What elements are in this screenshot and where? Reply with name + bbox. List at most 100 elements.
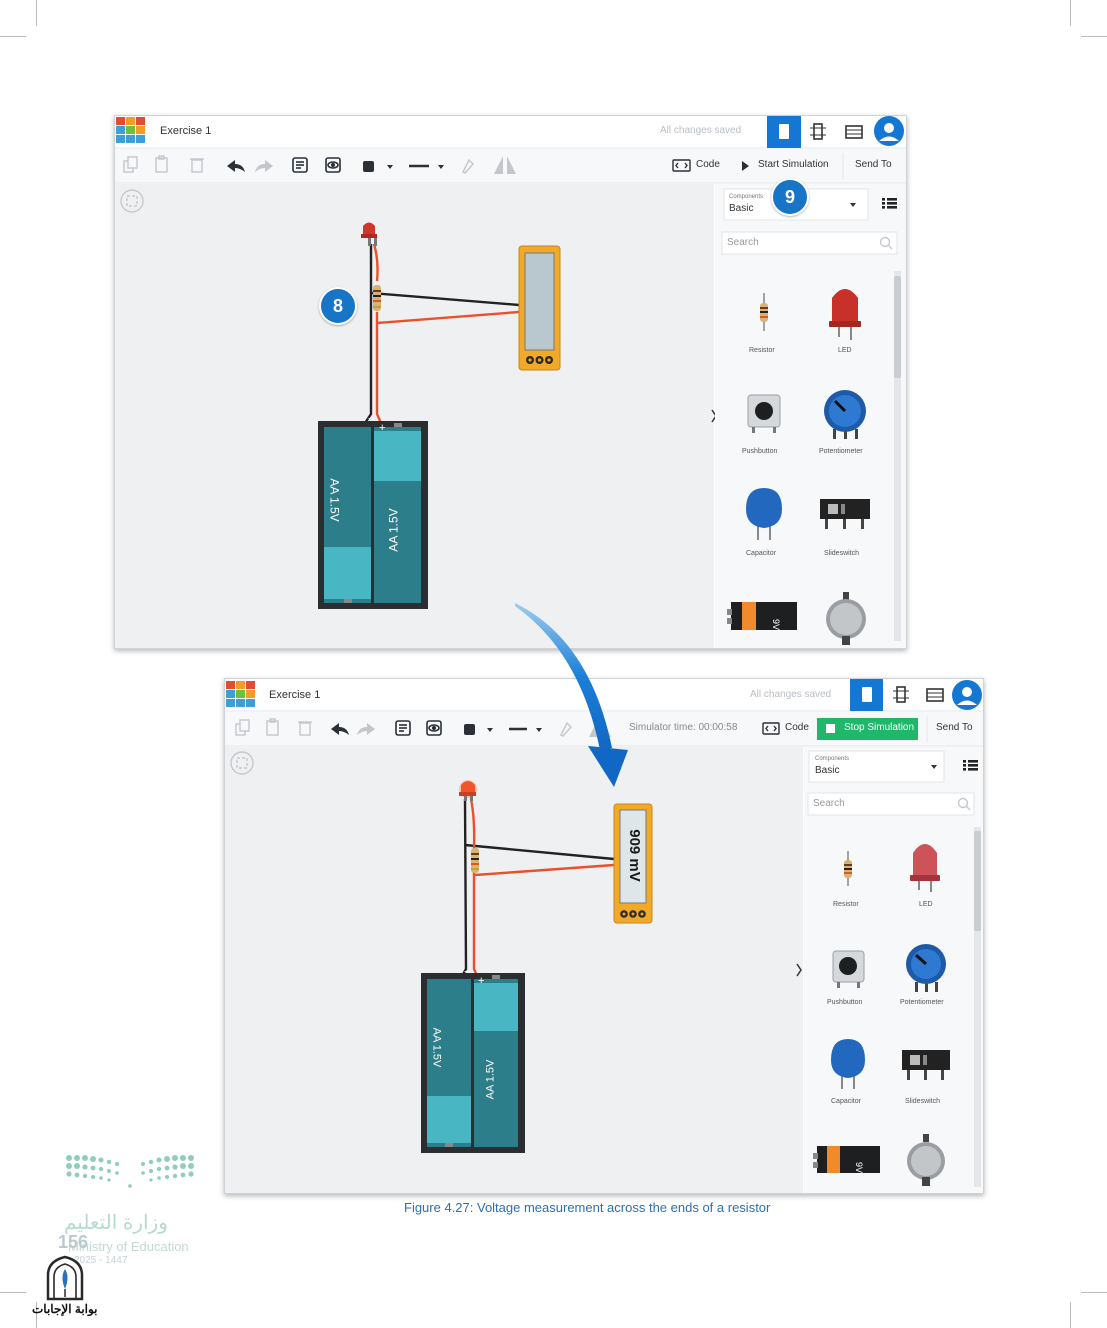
color-picker-icon[interactable]: [464, 724, 475, 735]
rotate-icon[interactable]: [462, 158, 474, 174]
multimeter-component[interactable]: [613, 803, 653, 924]
chevron-down-icon[interactable]: [487, 728, 493, 732]
resistor-component[interactable]: [471, 848, 479, 873]
notes-icon[interactable]: [292, 157, 308, 173]
palette-potentiometer-icon[interactable]: [906, 944, 946, 992]
palette-label-capacitor: Capacitor: [746, 550, 776, 557]
user-avatar-icon[interactable]: [952, 680, 982, 710]
chevron-down-icon[interactable]: [387, 165, 393, 169]
user-avatar-icon[interactable]: [874, 116, 904, 146]
search-input[interactable]: [807, 792, 975, 816]
list-view-icon[interactable]: [963, 760, 978, 771]
chevron-down-icon[interactable]: [850, 203, 856, 207]
undo-icon[interactable]: [331, 723, 349, 735]
project-title[interactable]: Exercise 1: [160, 125, 212, 137]
zoom-fit-icon[interactable]: [120, 189, 144, 213]
code-icon[interactable]: [762, 722, 780, 735]
palette-9v-battery-icon[interactable]: 9V: [727, 602, 797, 630]
panel-collapse-icon[interactable]: [796, 963, 802, 977]
palette-slideswitch-icon[interactable]: [820, 499, 870, 529]
list-view-icon[interactable]: [882, 198, 897, 209]
schematic-icon[interactable]: [893, 686, 909, 703]
notes-icon[interactable]: [395, 720, 411, 736]
led-component[interactable]: [361, 222, 377, 247]
battery-label-1: AA 1.5V: [430, 1027, 443, 1068]
crop-mark-bl-h: [0, 1292, 26, 1293]
send-to-button[interactable]: Send To: [855, 159, 892, 170]
redo-icon[interactable]: [255, 160, 273, 172]
scrollbar-track[interactable]: [974, 827, 981, 1187]
multimeter-component[interactable]: [518, 245, 561, 371]
components-select-value[interactable]: Basic: [729, 203, 754, 214]
palette-resistor-icon[interactable]: [844, 851, 852, 886]
flip-icon[interactable]: [494, 156, 516, 174]
battery-pack-component[interactable]: − +: [318, 413, 428, 609]
component-list-icon[interactable]: [926, 688, 944, 702]
ministry-logo-dots: [66, 1155, 194, 1188]
palette-pushbutton-icon[interactable]: [832, 950, 865, 988]
color-picker-icon[interactable]: [363, 161, 374, 172]
code-button-label[interactable]: Code: [696, 159, 720, 170]
tinkercad-logo[interactable]: [116, 117, 145, 143]
visibility-icon[interactable]: [325, 157, 341, 173]
portal-name: بوابة الإجابات: [32, 1302, 98, 1316]
led-component[interactable]: [459, 780, 477, 801]
visibility-icon[interactable]: [426, 720, 442, 736]
play-icon[interactable]: [742, 161, 749, 171]
ministry-name-arabic: وزارة التعليم: [64, 1212, 168, 1234]
palette-label-capacitor: Capacitor: [831, 1098, 861, 1105]
components-select[interactable]: [808, 750, 945, 783]
palette-led-icon[interactable]: [910, 844, 940, 892]
copy-icon[interactable]: [123, 156, 138, 173]
paste-icon[interactable]: [266, 718, 279, 736]
battery-pack-component[interactable]: − +: [421, 966, 525, 1153]
project-title[interactable]: Exercise 1: [269, 689, 321, 701]
scrollbar-thumb[interactable]: [894, 276, 901, 378]
search-input[interactable]: [721, 231, 898, 255]
year-range: 2025 - 1447: [74, 1255, 128, 1266]
delete-icon[interactable]: [190, 158, 204, 173]
schematic-icon[interactable]: [810, 123, 826, 140]
svg-text:−: −: [464, 966, 470, 978]
battery-label-1: AA 1.5V: [327, 478, 342, 522]
palette-resistor-icon[interactable]: [760, 293, 768, 331]
palette-pushbutton-icon[interactable]: [747, 394, 781, 433]
chevron-down-icon[interactable]: [931, 765, 937, 769]
code-button-label[interactable]: Code: [785, 722, 809, 733]
simulator-time: Simulator time: 00:00:58: [629, 722, 738, 733]
component-list-icon[interactable]: [845, 125, 863, 139]
scrollbar-thumb[interactable]: [974, 831, 981, 931]
code-icon[interactable]: [672, 159, 691, 172]
palette-coin-cell-icon[interactable]: [907, 1134, 945, 1186]
scrollbar-track[interactable]: [894, 271, 901, 641]
start-simulation-button[interactable]: Start Simulation: [758, 159, 829, 170]
palette-potentiometer-icon[interactable]: [824, 390, 866, 439]
chevron-down-icon[interactable]: [438, 165, 444, 169]
palette-slideswitch-icon[interactable]: [902, 1050, 950, 1080]
redo-icon[interactable]: [357, 723, 375, 735]
palette-label-resistor: Resistor: [833, 901, 859, 908]
palette-coin-cell-icon[interactable]: [826, 592, 866, 645]
copy-icon[interactable]: [235, 719, 250, 736]
components-select-value[interactable]: Basic: [815, 765, 840, 776]
paste-icon[interactable]: [155, 155, 168, 173]
stop-simulation-label[interactable]: Stop Simulation: [844, 722, 915, 733]
zoom-fit-icon[interactable]: [230, 751, 254, 775]
send-to-button[interactable]: Send To: [936, 722, 973, 733]
undo-icon[interactable]: [227, 160, 245, 172]
components-caption: Components: [815, 756, 850, 762]
palette-label-led: LED: [838, 347, 852, 354]
palette-label-slideswitch: Slideswitch: [824, 550, 860, 557]
palette-capacitor-icon[interactable]: [746, 488, 782, 540]
delete-icon[interactable]: [298, 721, 312, 736]
palette-led-icon[interactable]: [829, 289, 861, 340]
search-placeholder[interactable]: Search: [727, 237, 759, 248]
stop-simulation-button[interactable]: [817, 718, 918, 740]
palette-9v-battery-icon[interactable]: 9V: [813, 1146, 880, 1173]
palette-capacitor-icon[interactable]: [831, 1039, 865, 1089]
svg-text:9V: 9V: [854, 1162, 864, 1173]
step-8-badge: 8: [319, 287, 357, 325]
search-placeholder[interactable]: Search: [813, 798, 845, 809]
tinkercad-logo[interactable]: [226, 681, 255, 707]
resistor-component[interactable]: [373, 285, 381, 311]
